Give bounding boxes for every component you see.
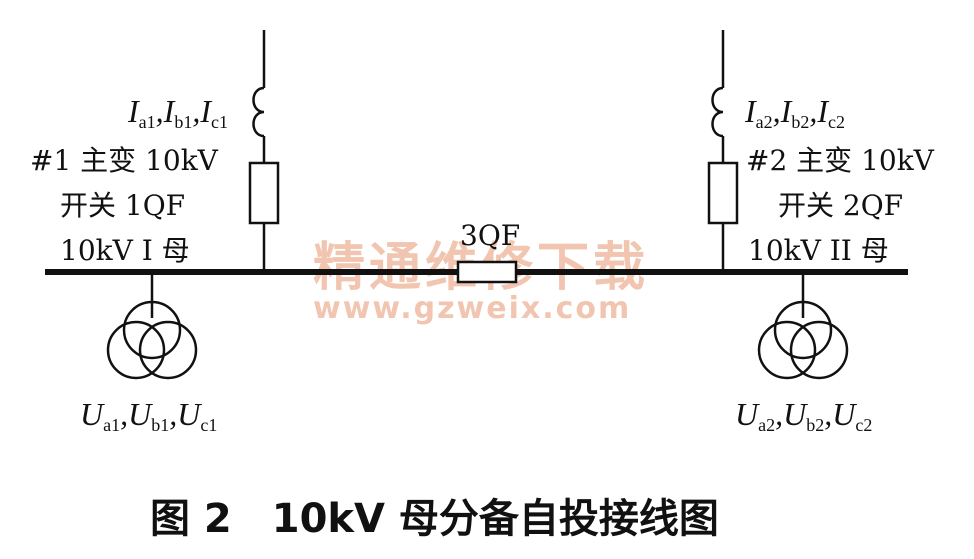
- watermark-url: www.gzweix.com: [313, 291, 631, 326]
- left-switch-label-line2: 开关 1QF: [60, 189, 185, 222]
- figure-title: 10kV 母分备自投接线图: [272, 496, 719, 542]
- figure-number: 图 2: [150, 496, 232, 542]
- tie-breaker-label: 3QF: [460, 219, 520, 252]
- left-switch-label-line1: #1 主变 10kV: [30, 144, 219, 177]
- left-current-labels: Ia1,Ib1,Ic1: [127, 93, 228, 132]
- right-switch-label-line1: #2 主变 10kV: [746, 144, 935, 177]
- right-current-transformer-icon: [711, 86, 724, 138]
- right-voltage-transformer-icon: [757, 275, 849, 380]
- right-breaker-2qf: [707, 161, 739, 225]
- right-feeder: [707, 30, 739, 272]
- right-switch-label-line2: 开关 2QF: [778, 189, 903, 222]
- tie-breaker-3qf: [456, 260, 518, 284]
- left-breaker-1qf: [248, 161, 280, 225]
- figure-caption: 图 2 10kV 母分备自投接线图: [150, 496, 719, 542]
- right-bus-label: 10kV II 母: [748, 234, 889, 267]
- right-voltage-labels: Ua2,Ub2,Uc2: [735, 396, 872, 435]
- left-current-transformer-icon: [252, 86, 265, 138]
- right-current-labels: Ia2,Ib2,Ic2: [744, 93, 845, 132]
- left-bus-label: 10kV I 母: [60, 234, 190, 267]
- left-voltage-labels: Ua1,Ub1,Uc1: [80, 396, 217, 435]
- left-feeder: [248, 30, 280, 272]
- left-voltage-transformer-icon: [106, 275, 198, 380]
